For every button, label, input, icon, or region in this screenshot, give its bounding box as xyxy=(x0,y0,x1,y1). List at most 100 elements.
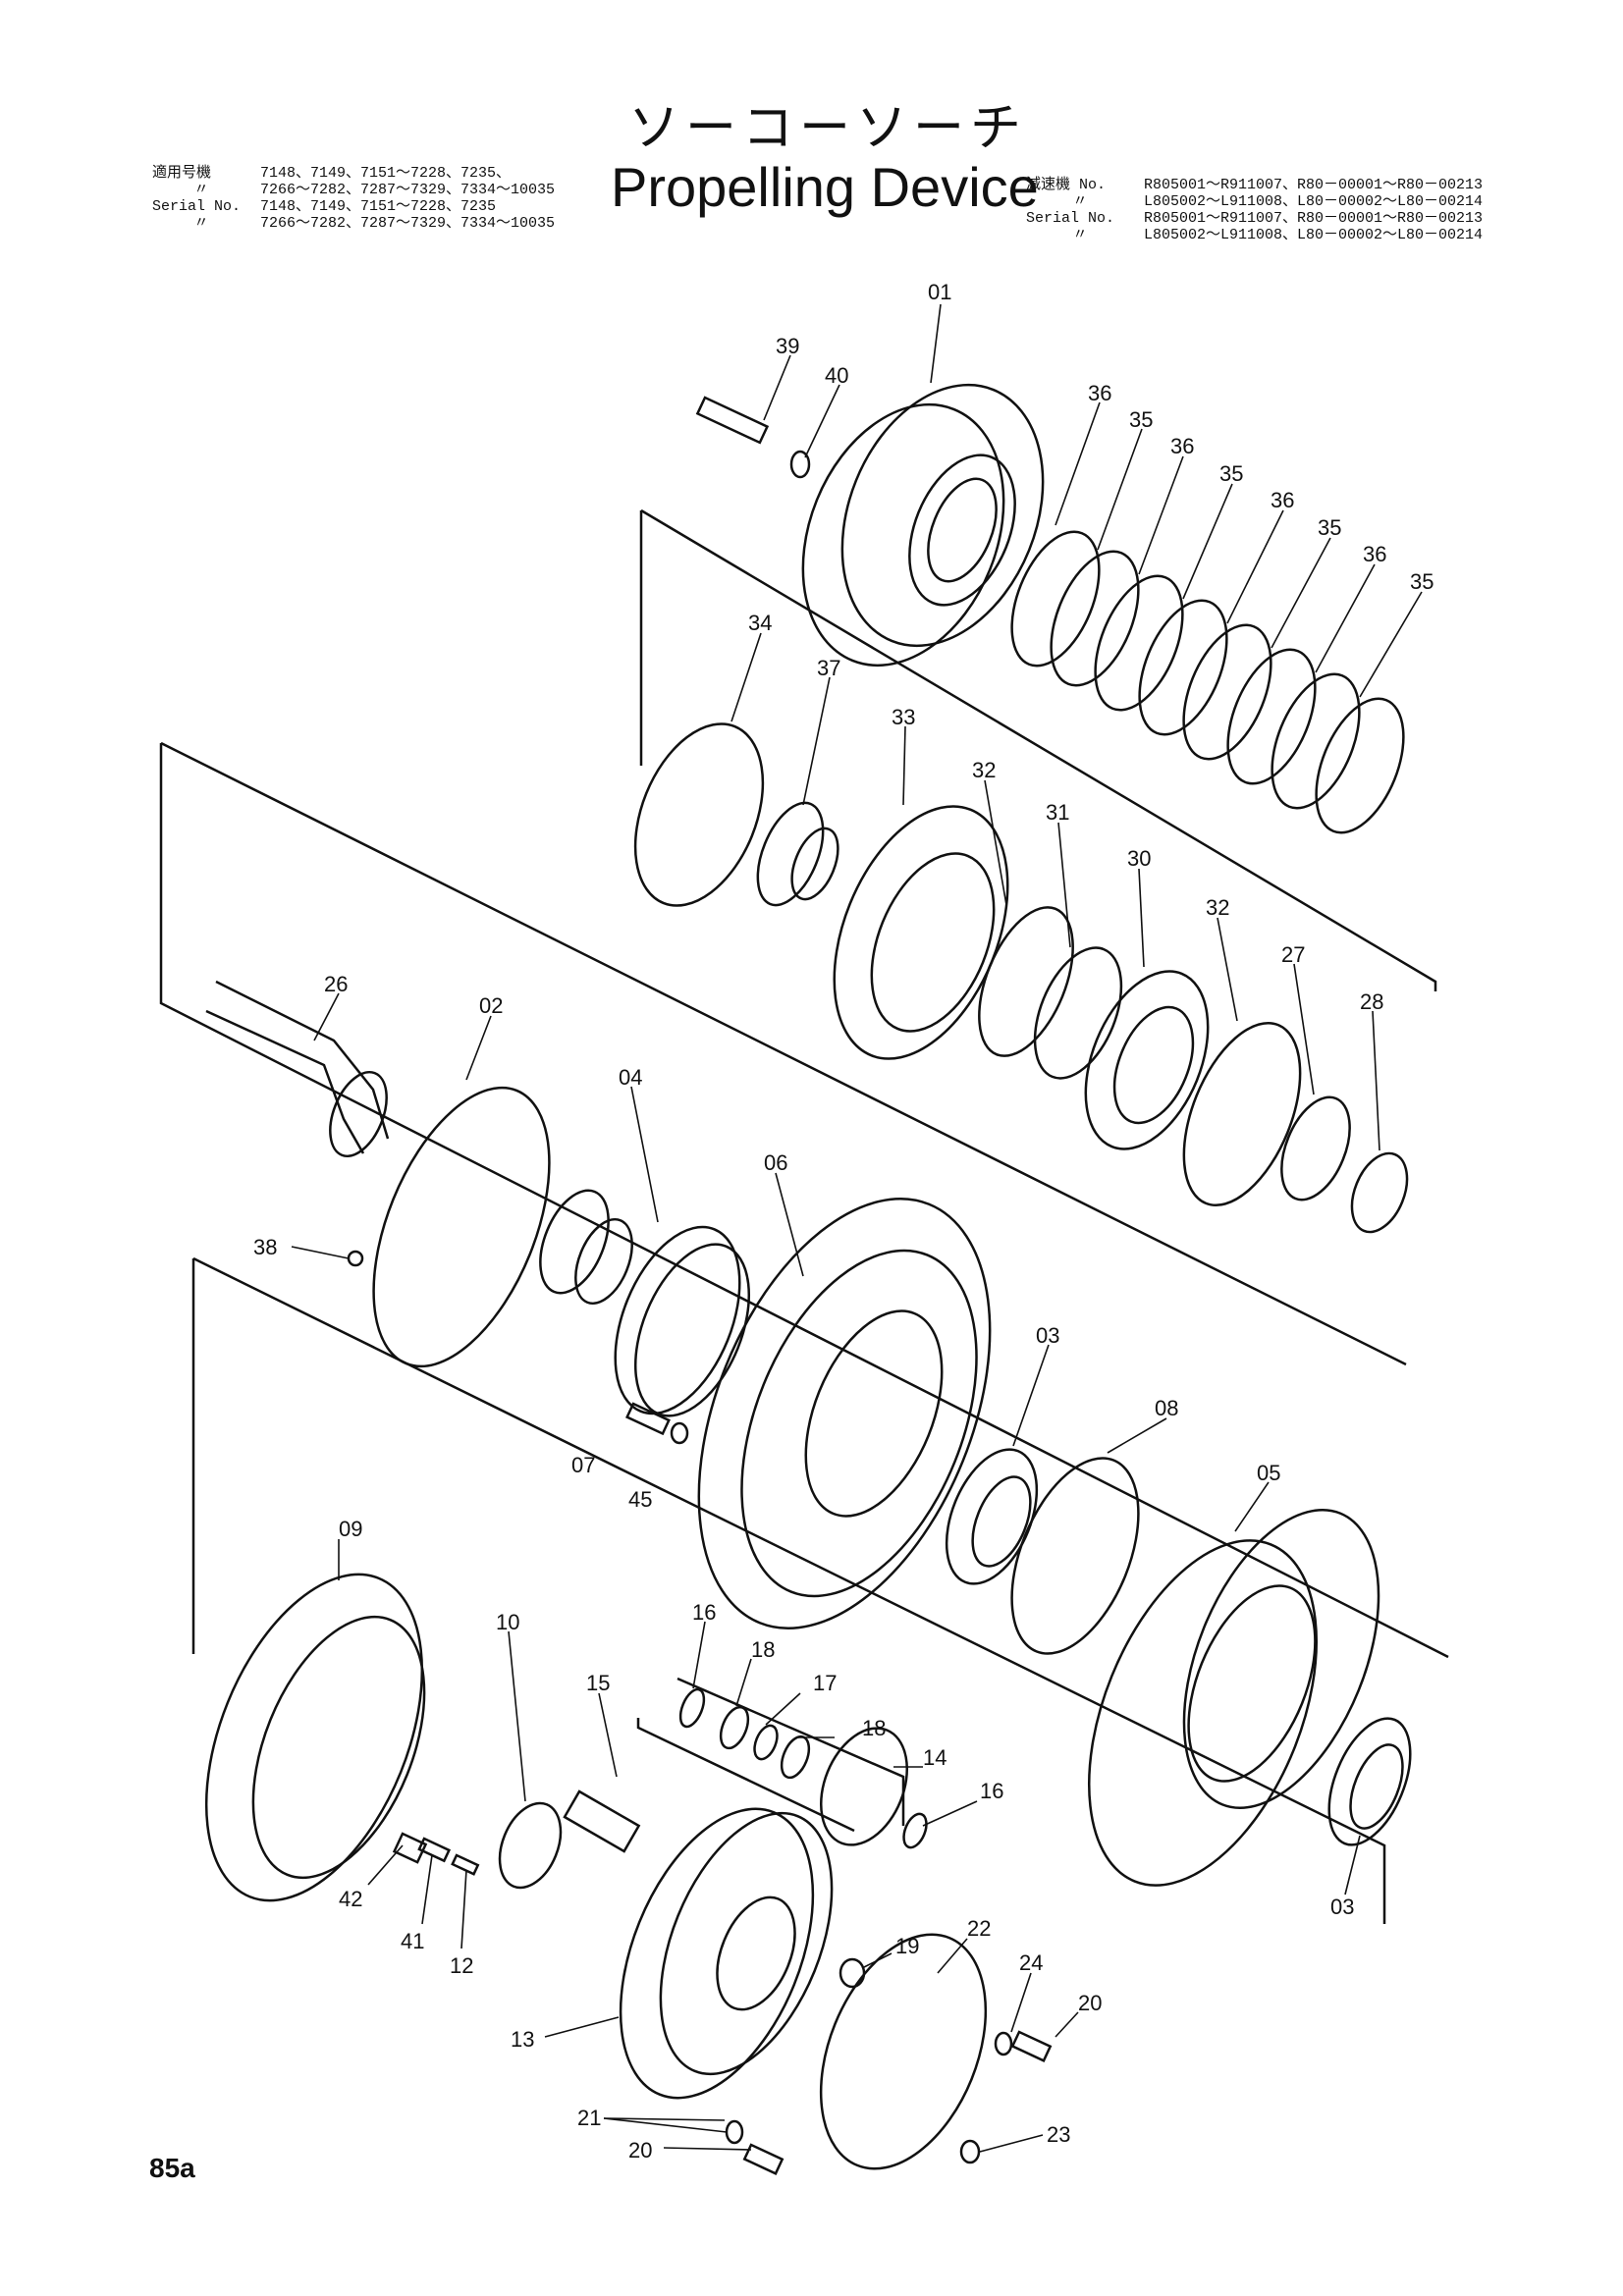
callout-32-b: 32 xyxy=(1206,895,1229,920)
part-09-ring-gear xyxy=(204,1573,426,1902)
callout-18-b: 18 xyxy=(862,1716,886,1740)
part-22-cover xyxy=(819,1933,988,2170)
part-32-o-ring-b xyxy=(1182,1021,1302,1207)
part-05-housing xyxy=(1087,1509,1380,1887)
part-37-gear xyxy=(756,801,839,907)
callout-20-a: 20 xyxy=(1078,1991,1102,2015)
right-row1-value: R805001～R911007、R80－00001～R80－00213 xyxy=(1144,177,1484,193)
callout-35-b: 35 xyxy=(1219,461,1243,486)
callout-02: 02 xyxy=(479,993,503,1018)
left-row1-label: 適用号機 xyxy=(152,165,212,182)
part-04-floating-seal xyxy=(614,1225,751,1417)
left-row2-label: 〃 xyxy=(193,182,209,198)
left-row3-value: 7148、7149、7151～7228、7235 xyxy=(260,198,497,215)
part-06-sprocket xyxy=(697,1198,992,1629)
part-45-washer xyxy=(670,1421,689,1445)
callout-07: 07 xyxy=(571,1453,595,1477)
part-32-o-ring xyxy=(978,906,1074,1057)
part-35-36-friction-plates xyxy=(1010,530,1405,834)
callout-17: 17 xyxy=(813,1671,837,1695)
callout-13: 13 xyxy=(511,2027,534,2052)
callout-10: 10 xyxy=(496,1610,519,1634)
callout-39: 39 xyxy=(776,334,799,358)
right-serial-block: 減速機 No.R805001～R911007、R80－00001～R80－002… xyxy=(1026,177,1483,243)
part-19-ring xyxy=(839,1957,866,1989)
part-17-spacer xyxy=(753,1724,779,1761)
callout-labels: 01 39 40 36 35 36 35 36 35 36 35 34 37 3… xyxy=(253,280,1434,2163)
part-34-o-ring xyxy=(633,722,765,907)
part-41-plate xyxy=(417,1837,452,1863)
callout-27: 27 xyxy=(1281,942,1305,967)
part-23-plug xyxy=(959,2139,981,2164)
part-12-bolt xyxy=(451,1853,480,1876)
callout-37: 37 xyxy=(817,656,840,680)
right-row3-value: R805001～R911007、R80－00001～R80－00213 xyxy=(1144,210,1484,227)
callout-03-a: 03 xyxy=(1036,1323,1059,1348)
callout-01: 01 xyxy=(928,280,951,304)
callout-31: 31 xyxy=(1046,800,1069,825)
callout-32-a: 32 xyxy=(972,758,996,782)
callout-24: 24 xyxy=(1019,1950,1043,1975)
right-row2-value: L805002～L911008、L80－00002～L80－00214 xyxy=(1144,193,1484,210)
part-20-bolt-b xyxy=(742,2143,784,2175)
right-row4-value: L805002～L911008、L80－00002～L80－00214 xyxy=(1144,227,1484,243)
part-15-pin xyxy=(563,1789,641,1853)
page-number: 85a xyxy=(149,2153,195,2183)
part-26-shaft xyxy=(205,980,390,1158)
callout-40: 40 xyxy=(825,363,848,388)
planet-frame-b xyxy=(636,1718,855,1833)
callout-15: 15 xyxy=(586,1671,610,1695)
part-20-bolt xyxy=(1010,2030,1053,2062)
callout-33: 33 xyxy=(892,705,915,729)
part-28-seal xyxy=(1350,1151,1409,1234)
callout-23: 23 xyxy=(1047,2122,1070,2147)
part-16-thrust-washer xyxy=(678,1687,706,1729)
frame-line-middle xyxy=(159,743,1449,1659)
callout-21: 21 xyxy=(577,2106,601,2130)
callout-28: 28 xyxy=(1360,989,1383,1014)
callout-30: 30 xyxy=(1127,846,1151,871)
part-24-washer xyxy=(994,2031,1013,2056)
callout-42: 42 xyxy=(339,1887,362,1911)
part-39-bolt xyxy=(695,396,770,445)
callout-45: 45 xyxy=(628,1487,652,1512)
part-18-bearing-b xyxy=(780,1735,811,1780)
part-13-carrier xyxy=(619,1807,834,2100)
part-42-lock-plate xyxy=(392,1832,428,1864)
part-02-spindle xyxy=(372,1086,633,1368)
callout-16-b: 16 xyxy=(980,1779,1003,1803)
callout-09: 09 xyxy=(339,1517,362,1541)
frame-line-middle-top xyxy=(160,741,1407,1366)
callout-18-a: 18 xyxy=(751,1637,775,1662)
callout-14: 14 xyxy=(923,1745,947,1770)
leader-lines xyxy=(291,303,1423,2153)
part-30-seal xyxy=(1084,970,1210,1150)
part-21-washer xyxy=(725,2119,744,2145)
part-03-bearing xyxy=(945,1448,1039,1585)
part-03-bearing-b xyxy=(1327,1717,1412,1846)
part-07-bolt xyxy=(624,1402,671,1436)
left-row4-label: 〃 xyxy=(193,215,209,232)
part-18-bearing xyxy=(719,1705,750,1750)
callout-35-a: 35 xyxy=(1129,407,1153,432)
frame-line-bottom-top xyxy=(192,1256,1386,1924)
title-japanese: ソーコーソーチ xyxy=(628,99,1028,158)
callout-35-c: 35 xyxy=(1318,515,1341,540)
right-row2-label: 〃 xyxy=(1072,193,1088,210)
callout-26: 26 xyxy=(324,972,348,996)
callout-20-b: 20 xyxy=(628,2138,652,2163)
callout-36-d: 36 xyxy=(1363,542,1386,566)
callout-36-a: 36 xyxy=(1088,381,1111,405)
part-31-ring xyxy=(1033,946,1123,1080)
right-row4-label: 〃 xyxy=(1072,227,1088,243)
left-row1-value: 7148、7149、7151～7228、7235、 xyxy=(260,165,512,182)
part-01-brake-housing xyxy=(801,383,1045,667)
left-row2-value: 7266～7282、7287～7329、7334～10035 xyxy=(260,182,556,198)
callout-34: 34 xyxy=(748,611,772,635)
callout-12: 12 xyxy=(450,1953,473,1978)
callout-22: 22 xyxy=(967,1916,991,1941)
part-08-o-ring xyxy=(1010,1457,1140,1655)
part-16-thrust-washer-b xyxy=(902,1812,928,1849)
callout-35-d: 35 xyxy=(1410,569,1434,594)
